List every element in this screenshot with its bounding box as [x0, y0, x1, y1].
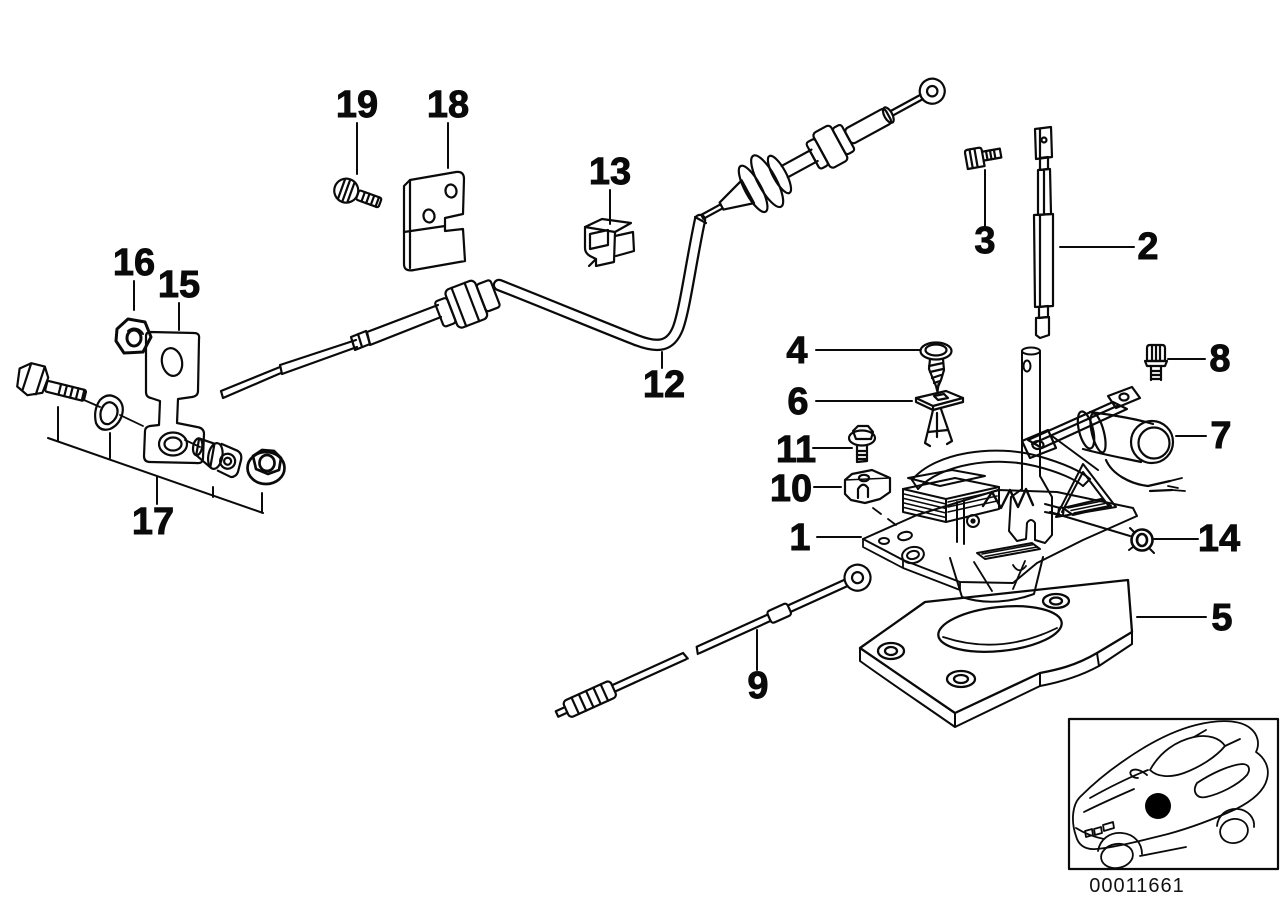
- diagram-id-label: 00011661: [1089, 875, 1185, 897]
- base-gasket-plate: [858, 578, 1134, 728]
- bracket-screw: [333, 177, 383, 209]
- callout-6[interactable]: 6: [787, 381, 809, 424]
- tapping-screw: [919, 341, 953, 394]
- car-thumbnail: [1072, 720, 1269, 870]
- callout-10[interactable]: 10: [769, 468, 812, 511]
- callout-leader-lines: [47, 122, 1207, 671]
- callout-11[interactable]: 11: [775, 429, 816, 472]
- fastener-set: [16, 362, 286, 486]
- callout-14[interactable]: 14: [1197, 518, 1240, 561]
- expanding-rivet: [914, 389, 965, 448]
- callout-1[interactable]: 1: [789, 517, 811, 560]
- callout-3[interactable]: 3: [974, 220, 996, 263]
- callout-2[interactable]: 2: [1137, 226, 1159, 269]
- interlock-solenoid: [1020, 385, 1186, 493]
- callout-4[interactable]: 4: [786, 330, 808, 373]
- socket-screw-3: [963, 146, 1003, 171]
- callout-7[interactable]: 7: [1210, 415, 1232, 458]
- callout-17[interactable]: 17: [131, 501, 174, 544]
- selector-rod: [554, 563, 872, 718]
- car-location-inset: [1067, 717, 1280, 871]
- selector-cable-assembly: [219, 77, 946, 400]
- socket-screw-8: [1143, 343, 1169, 382]
- callout-19[interactable]: 19: [335, 84, 378, 127]
- cable-holder-bracket: [402, 170, 467, 272]
- shift-rod: [1032, 125, 1055, 340]
- cable-clamp: [843, 468, 897, 526]
- callout-5[interactable]: 5: [1211, 597, 1233, 640]
- shift-mechanism: [862, 346, 1138, 603]
- callout-13[interactable]: 13: [588, 151, 631, 194]
- bushing: [191, 437, 243, 479]
- location-marker-dot: [1145, 793, 1171, 819]
- callout-15[interactable]: 15: [157, 264, 200, 307]
- callout-18[interactable]: 18: [426, 84, 469, 127]
- callout-16[interactable]: 16: [112, 242, 155, 285]
- z-bracket: [142, 330, 206, 465]
- cable-clip: [583, 217, 636, 268]
- callout-8[interactable]: 8: [1209, 338, 1231, 381]
- callout-9[interactable]: 9: [747, 665, 769, 708]
- callout-12[interactable]: 12: [642, 364, 685, 407]
- grommet: [1128, 527, 1155, 554]
- flange-bolt: [847, 424, 877, 464]
- flanged-nut: [246, 448, 286, 486]
